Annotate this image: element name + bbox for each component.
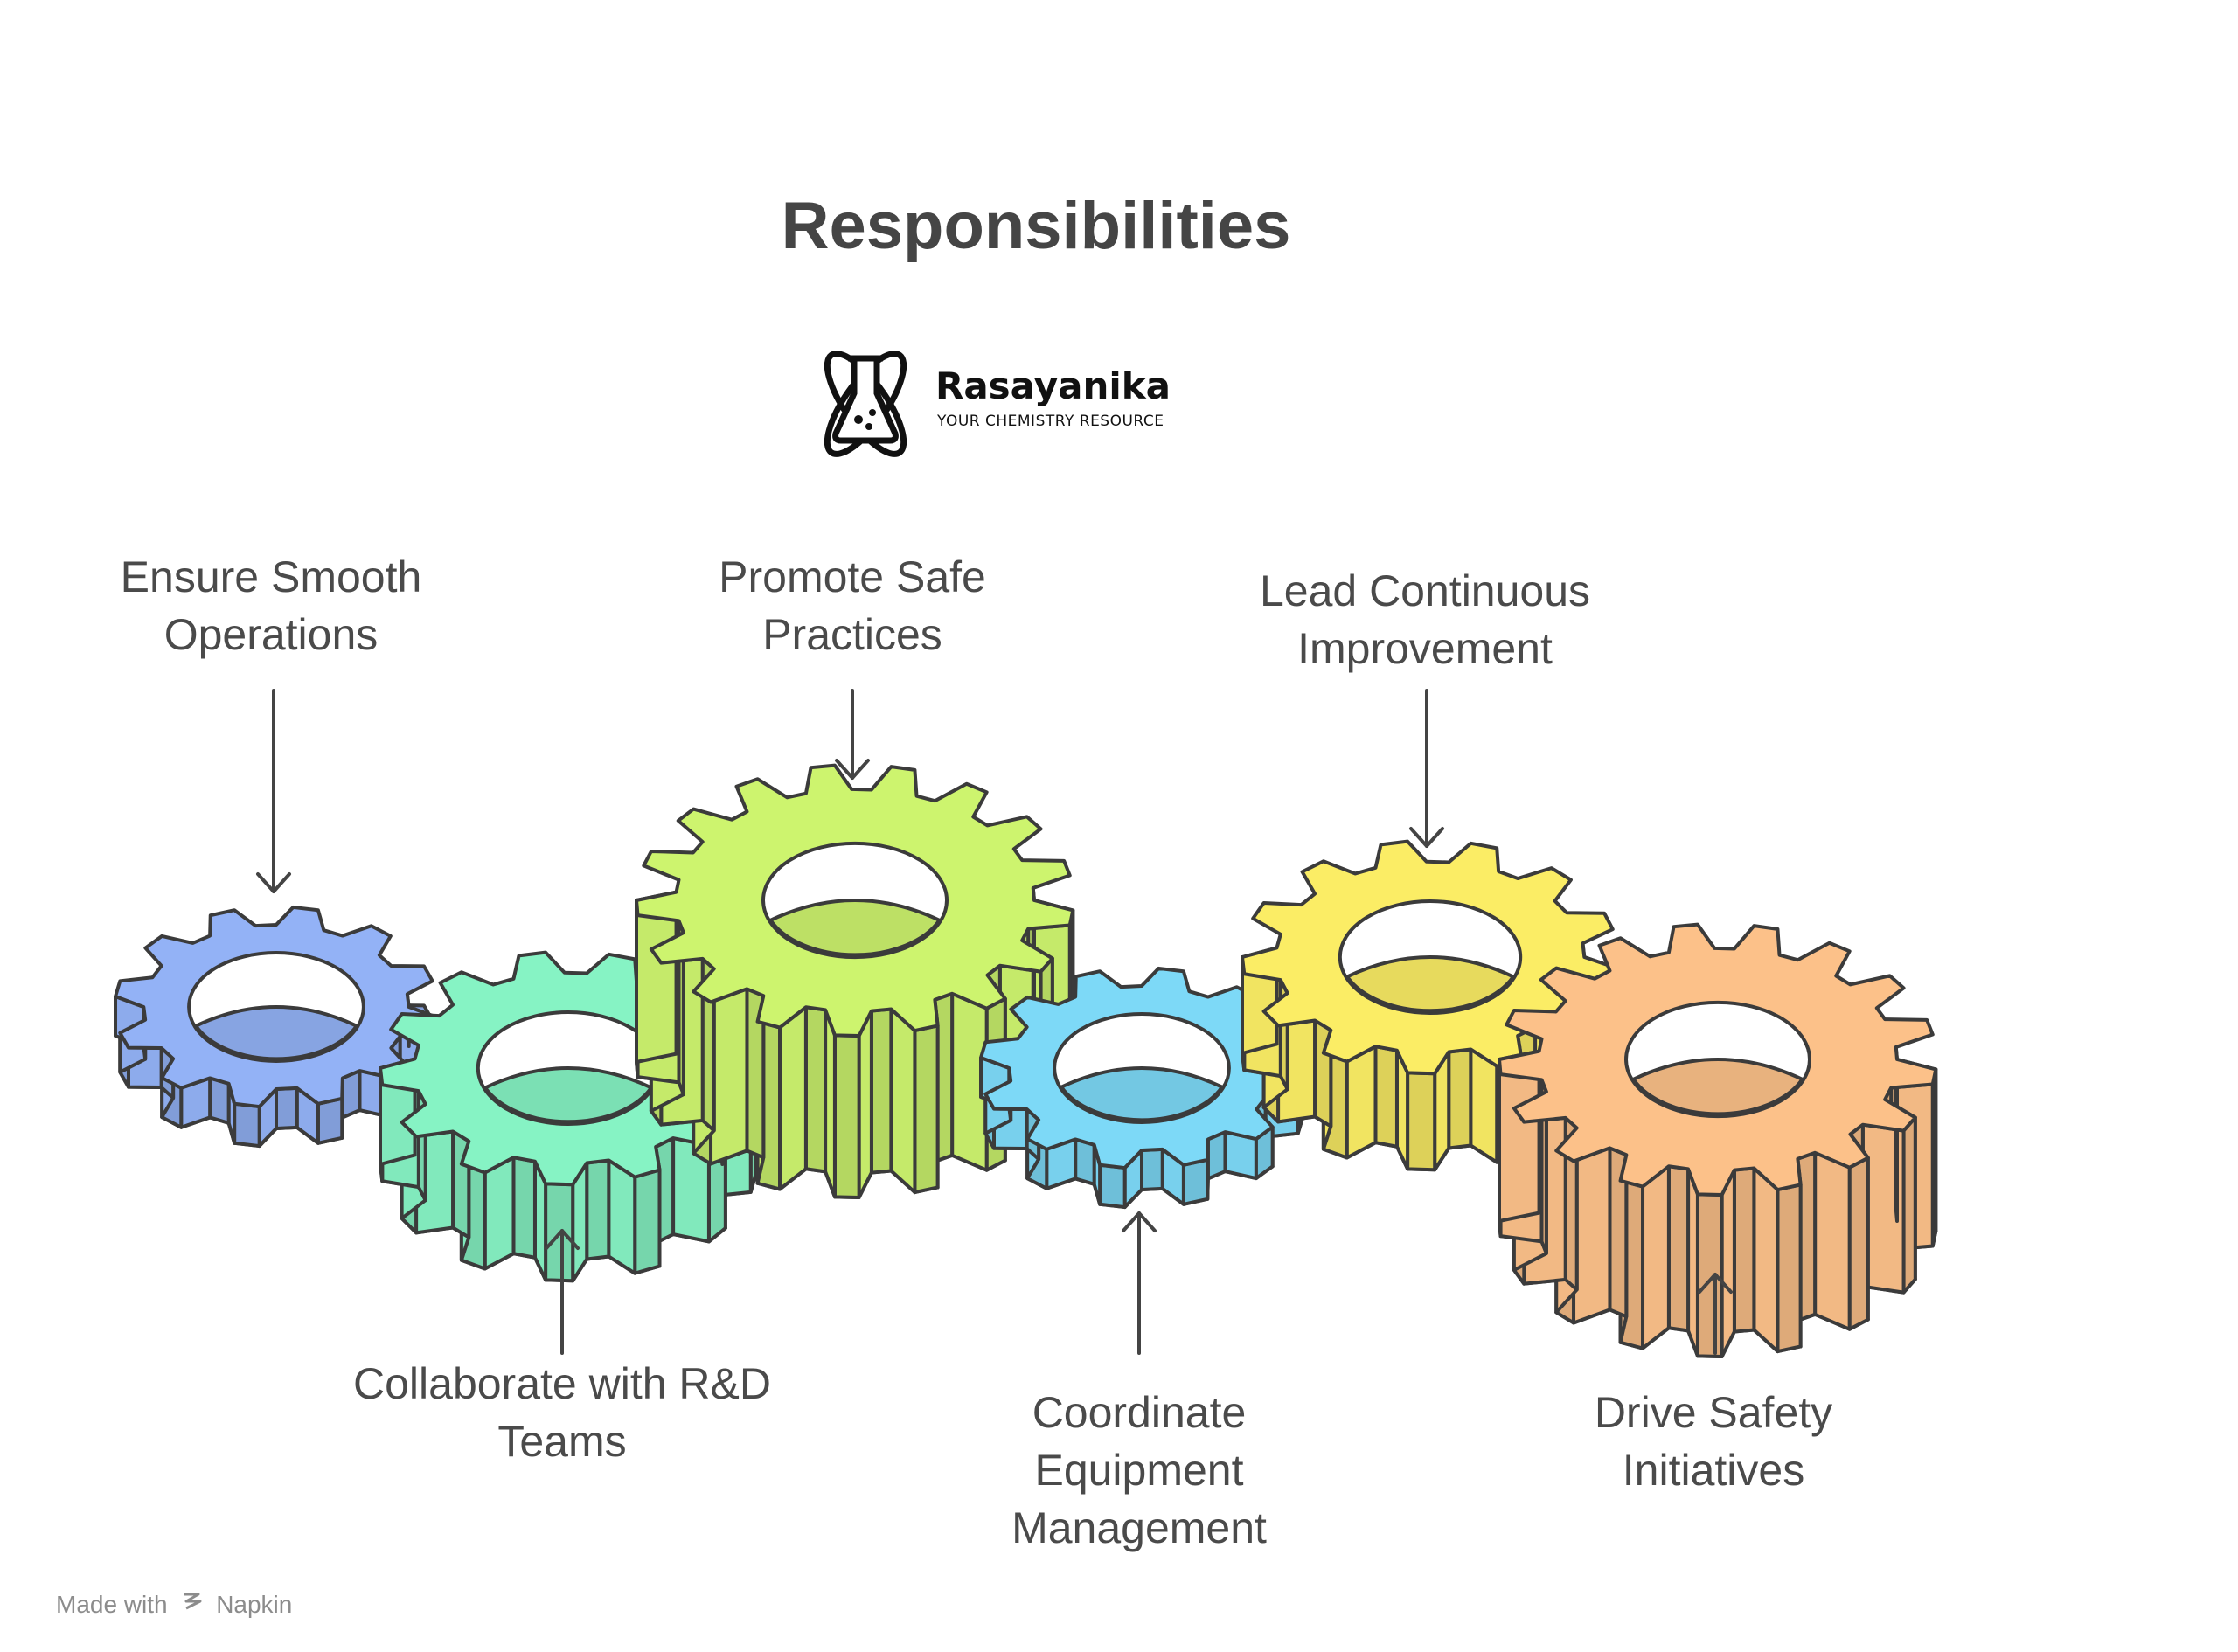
napkin-logo-icon	[181, 1590, 204, 1619]
made-with-napkin: Made with Napkin	[56, 1590, 292, 1619]
arrow-lead	[1409, 689, 1444, 848]
logo-tagline: YOUR CHEMISTRY RESOURCE	[937, 413, 1164, 430]
rasayanika-logo: Rasayanika YOUR CHEMISTRY RESOURCE	[804, 343, 1206, 465]
arrow-promote	[835, 689, 870, 780]
made-with-text: Made with	[56, 1591, 168, 1618]
atom-flask-icon	[824, 351, 907, 457]
page-title: Responsibilities	[781, 189, 1291, 263]
label-lead-continuous-improvement: Lead Continuous Improvement	[1259, 566, 1591, 673]
arrow-coordinate	[1122, 1211, 1157, 1355]
label-ensure-smooth-operations: Ensure Smooth Operations	[120, 552, 422, 659]
arrow-ensure	[256, 689, 291, 893]
gear-drive	[1498, 922, 1938, 1358]
logo-name: Rasayanika	[935, 364, 1171, 407]
label-drive-safety-initiatives: Drive Safety Initiatives	[1594, 1388, 1833, 1495]
label-coordinate-equipment-management: Coordinate Equipment Management	[1011, 1388, 1267, 1552]
label-collaborate-with-rd-teams: Collaborate with R&D Teams	[353, 1359, 771, 1466]
label-promote-safe-practices: Promote Safe Practices	[719, 552, 986, 659]
gear-coordinate	[979, 966, 1304, 1210]
arrow-drive	[1698, 1273, 1733, 1355]
napkin-brand-text: Napkin	[216, 1591, 293, 1618]
arrow-collaborate	[545, 1229, 580, 1355]
